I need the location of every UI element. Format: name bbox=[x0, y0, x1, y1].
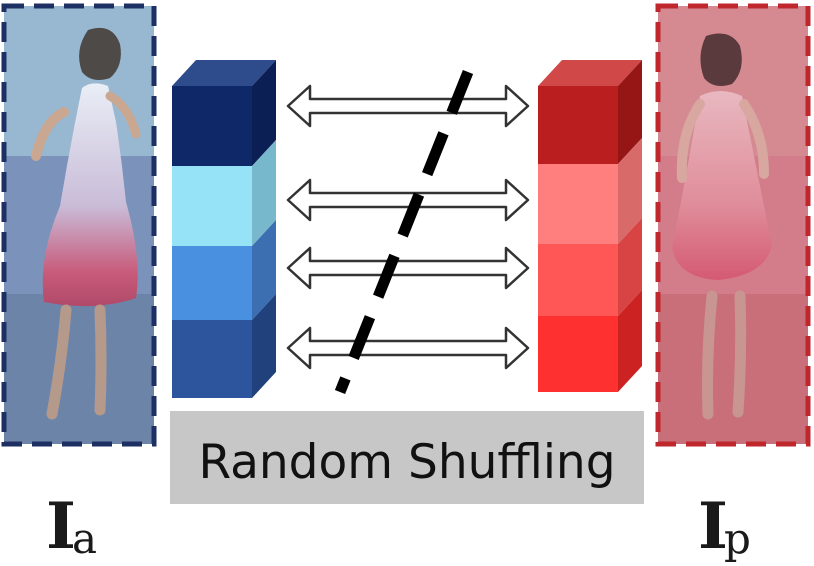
anchor-dashed-border bbox=[1, 3, 157, 447]
positive-person-silhouette bbox=[672, 33, 772, 420]
banner-label: Random Shuffling bbox=[198, 435, 615, 490]
positive-dashed-border bbox=[655, 3, 811, 447]
right-stack-side-3 bbox=[618, 218, 642, 316]
right-stack-side-1 bbox=[618, 60, 642, 164]
anchor-person-silhouette bbox=[31, 27, 141, 420]
random-shuffling-banner: Random Shuffling bbox=[170, 411, 644, 504]
double-arrow-2 bbox=[286, 178, 530, 222]
right-stack-side-4 bbox=[618, 290, 642, 392]
positive-image-panel bbox=[655, 3, 811, 447]
left-stack-side-4 bbox=[252, 294, 276, 398]
right-stack-side-2 bbox=[618, 138, 642, 244]
anchor-image-panel bbox=[1, 3, 157, 447]
left-stack-part-2 bbox=[172, 166, 252, 246]
double-arrow-4 bbox=[286, 326, 530, 370]
right-stack-part-2 bbox=[538, 164, 618, 244]
anchor-label-main: I bbox=[46, 489, 76, 564]
positive-label: I p bbox=[698, 489, 751, 564]
left-stack-top-face bbox=[172, 60, 276, 86]
double-arrow-1 bbox=[286, 84, 530, 128]
left-stack-side-1 bbox=[252, 60, 276, 166]
left-stack-part-1 bbox=[172, 86, 252, 166]
correspondence-arrows bbox=[286, 84, 530, 370]
shuffle-dashed-slash bbox=[334, 69, 474, 395]
banner-background bbox=[170, 411, 644, 504]
positive-feature-stack bbox=[538, 60, 642, 392]
left-stack-part-3 bbox=[172, 246, 252, 320]
anchor-label: I a bbox=[46, 489, 97, 564]
positive-label-main: I bbox=[698, 489, 728, 564]
left-stack-part-4 bbox=[172, 320, 252, 398]
right-stack-top-face bbox=[538, 60, 642, 86]
right-stack-part-3 bbox=[538, 244, 618, 316]
right-stack-part-1 bbox=[538, 86, 618, 164]
anchor-stripe-bottom bbox=[4, 294, 154, 444]
left-stack-side-2 bbox=[252, 140, 276, 246]
anchor-feature-stack bbox=[172, 60, 276, 398]
anchor-label-sub: a bbox=[72, 514, 97, 563]
left-stack-side-3 bbox=[252, 220, 276, 320]
positive-label-sub: p bbox=[724, 514, 751, 563]
right-stack-part-4 bbox=[538, 316, 618, 392]
double-arrow-3 bbox=[286, 246, 530, 290]
positive-stripe-bottom bbox=[658, 294, 808, 444]
